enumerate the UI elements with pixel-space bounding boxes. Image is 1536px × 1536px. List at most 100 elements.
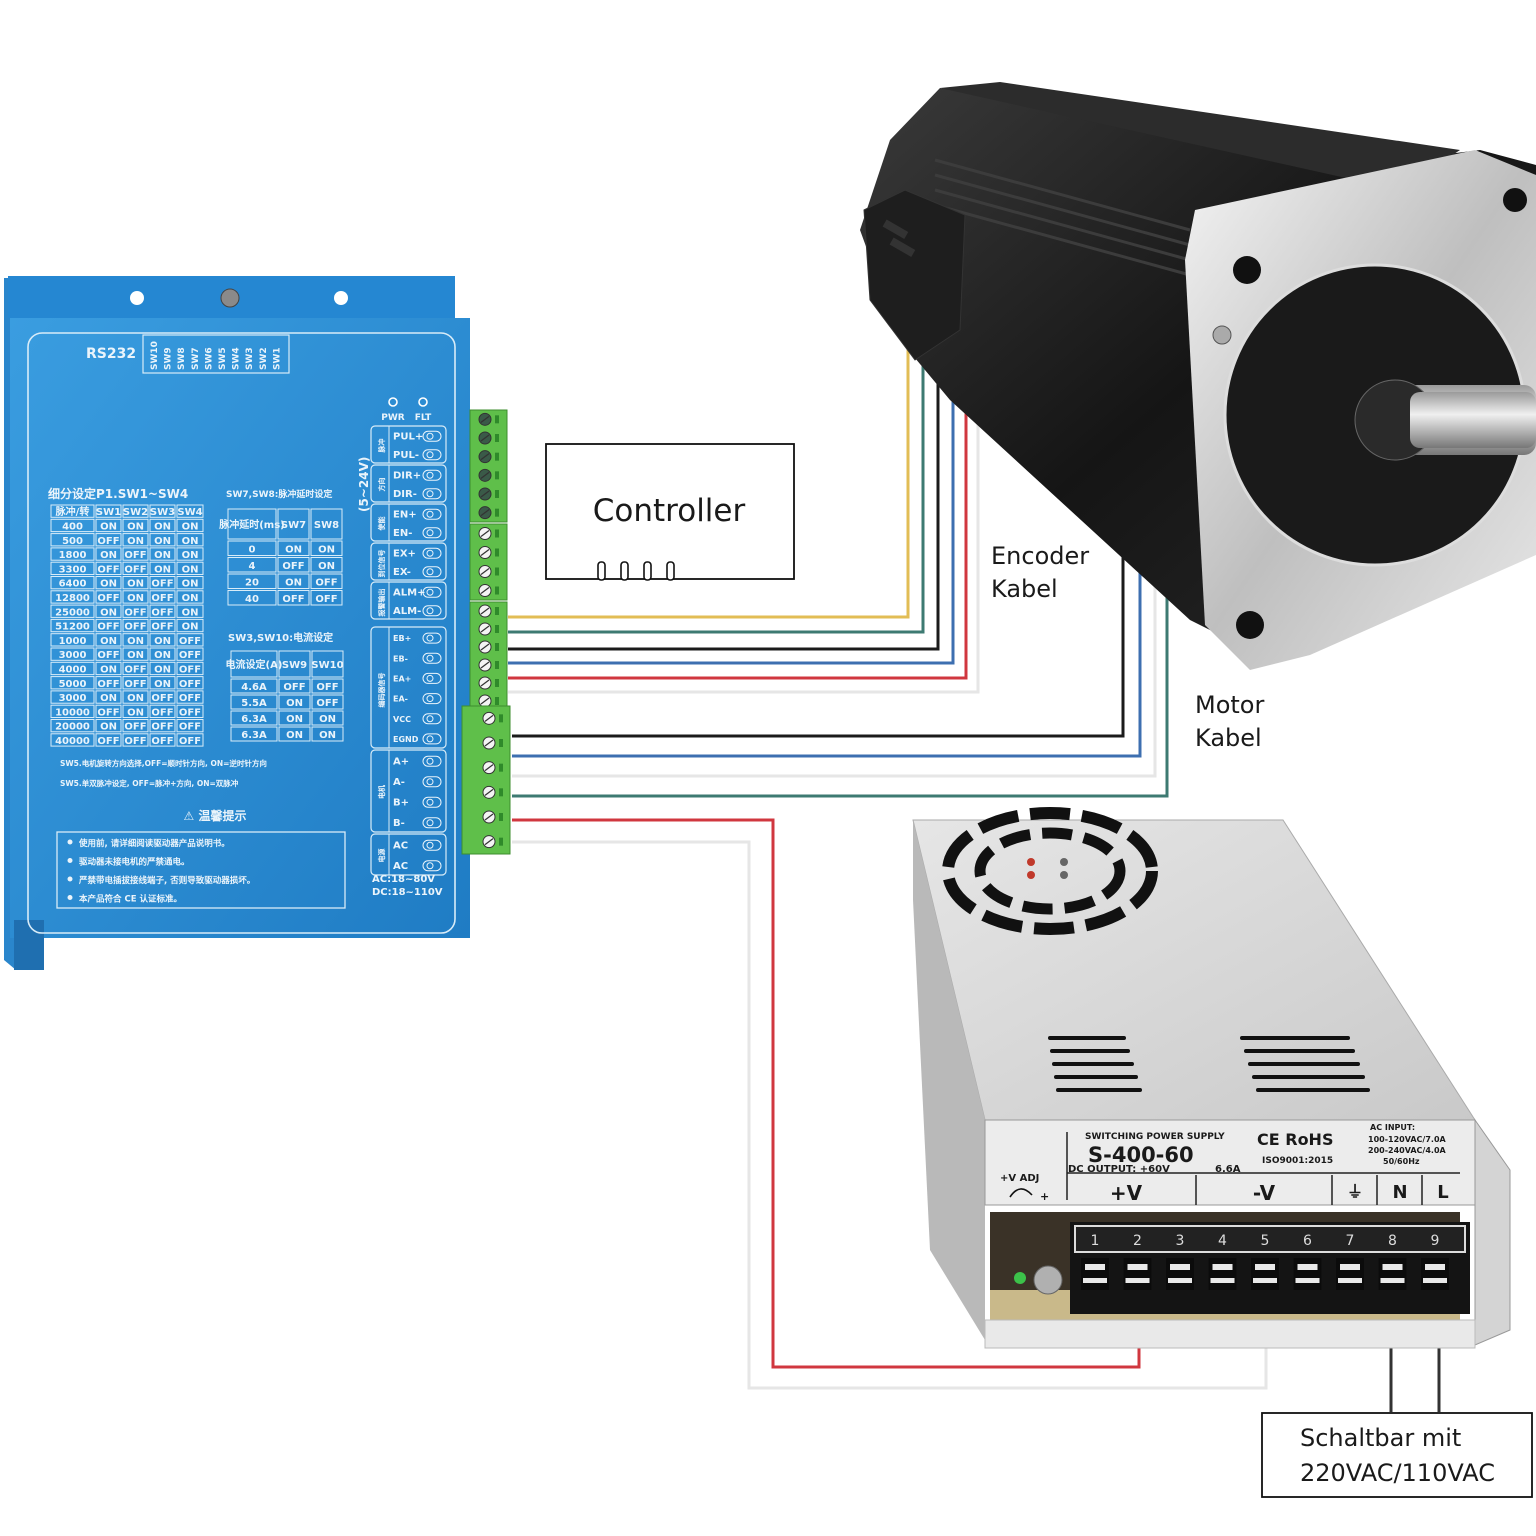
table-cell-text: OFF <box>124 564 146 575</box>
signal-voltage-label: (5~24V) <box>357 457 371 512</box>
screw-terminal-icon <box>422 566 442 578</box>
table-cell <box>149 533 176 547</box>
psu-terminal-screw[interactable] <box>1297 1264 1318 1270</box>
table-cell <box>278 694 311 710</box>
encoder-connector-slot <box>889 237 916 257</box>
screw-slot <box>480 549 490 556</box>
table-cell <box>278 678 311 694</box>
psu-terminal-screw[interactable] <box>1425 1264 1445 1270</box>
psu-trimpot[interactable] <box>1033 1265 1063 1295</box>
supply-ac-label: AC:18~80V <box>372 874 435 885</box>
psu-terminal-screw[interactable] <box>1212 1264 1233 1270</box>
screw-slot <box>484 764 494 772</box>
table-cell-text: OFF <box>97 679 119 690</box>
dip-switch-label: SW7 <box>191 347 201 370</box>
psu-terminal-slot <box>1421 1258 1449 1290</box>
controller-pin[interactable] <box>620 561 629 581</box>
psu-terminal-screw[interactable] <box>1127 1264 1148 1270</box>
table-cell <box>122 633 149 647</box>
table-cell <box>277 557 310 573</box>
table-cell-text: 1800 <box>59 550 87 561</box>
dip-switch-box <box>142 334 290 374</box>
screw-terminal-icon <box>422 488 442 500</box>
table-header-text: 脉冲/转 <box>55 505 90 518</box>
terminal-pin-label: EX- <box>393 567 411 578</box>
table-cell-text: ON <box>127 536 144 547</box>
table-cell <box>50 618 95 633</box>
table-cell-text: 5000 <box>59 679 87 690</box>
table-cell <box>50 733 95 747</box>
table-cell-text: OFF <box>151 693 173 704</box>
table-cell-text: ON <box>127 521 144 532</box>
table-cell <box>310 557 343 573</box>
flange-screw <box>1212 325 1232 345</box>
table-cell <box>176 733 204 747</box>
psu-terminal-l: L <box>1437 1182 1448 1203</box>
psu-terminal-screw[interactable] <box>1382 1264 1403 1270</box>
terminal-pin-label: EN- <box>393 528 412 539</box>
table-cell-text: OFF <box>179 636 201 647</box>
wire-yellow-eb-plus <box>508 345 910 619</box>
table-cell <box>50 547 95 561</box>
table-cell-text: ON <box>285 544 302 555</box>
terminal-pin-label: AC <box>393 861 408 872</box>
table-cell <box>122 533 149 547</box>
mount-screw <box>220 288 240 308</box>
table-cell-text: 20 <box>245 577 259 588</box>
psu-dc-current: 6.6A <box>1215 1164 1241 1175</box>
psu-terminal-slot <box>1123 1258 1152 1290</box>
table-header-cell <box>50 504 95 518</box>
table-cell-text: 51200 <box>55 622 90 633</box>
delay-title: SW7,SW8:脉冲延时设定 <box>226 488 333 500</box>
led-flt: FLT <box>415 397 432 423</box>
green-terminal-block <box>461 705 511 855</box>
table-header-cell <box>278 650 311 678</box>
screw-terminal-icon <box>426 607 434 615</box>
table-header-cell <box>311 650 344 678</box>
table-cell-text: 3000 <box>59 650 87 661</box>
terminal-pin-label: AC <box>393 840 408 851</box>
psu-terminal-plus-v: +V <box>1110 1181 1143 1205</box>
table-cell-text: ON <box>100 693 117 704</box>
screw-slot <box>480 568 490 575</box>
terminal-clamp <box>499 788 503 797</box>
controller-pin[interactable] <box>643 561 652 581</box>
screw-terminal-icon <box>426 471 434 479</box>
psu-terminal-screw[interactable] <box>1255 1264 1275 1270</box>
table-cell <box>122 647 149 661</box>
controller-pin[interactable] <box>597 561 606 581</box>
terminal-pin-label: A+ <box>393 756 409 767</box>
controller-pin[interactable] <box>666 561 675 581</box>
dip-switch-label: SW10 <box>150 341 160 370</box>
psu-terminal-screw[interactable] <box>1085 1264 1105 1270</box>
terminal-clamp <box>495 607 499 615</box>
table-cell <box>149 618 176 633</box>
terminal-pin-label: EA- <box>393 695 408 704</box>
psu-terminal-screw[interactable] <box>1340 1264 1360 1270</box>
encoder-connector-slot <box>882 219 909 239</box>
warning-item: 严禁带电插拔接线端子, 否则导致驱动器损坏。 <box>78 875 255 886</box>
dip-switch-label: SW5 <box>218 347 228 370</box>
terminal-clamp <box>499 714 503 723</box>
psu-terminal-number: 5 <box>1261 1233 1270 1249</box>
table-cell <box>95 719 122 733</box>
screw-terminal-icon <box>426 735 434 743</box>
table-cell <box>50 576 95 590</box>
table-cell-text: 10000 <box>55 707 90 718</box>
table-cell-text: ON <box>100 521 117 532</box>
table-header-text: SW8 <box>314 520 339 531</box>
table-cell-text: 6.3A <box>241 714 267 725</box>
table-cell <box>50 690 95 704</box>
terminal-clamp <box>495 452 499 461</box>
screw-terminal-icon <box>422 527 442 539</box>
motor-cable-label-line2: Kabel <box>1195 724 1262 752</box>
table-cell-text: OFF <box>97 650 119 661</box>
table-cell <box>176 661 204 676</box>
screw-slot <box>480 490 490 498</box>
bullet-icon <box>67 895 73 900</box>
psu-terminal-screw[interactable] <box>1170 1264 1190 1270</box>
green-terminal-block <box>469 601 508 711</box>
psu-adj-label: +V ADJ <box>1000 1173 1039 1184</box>
terminal-pin-label: PUL- <box>393 450 419 461</box>
